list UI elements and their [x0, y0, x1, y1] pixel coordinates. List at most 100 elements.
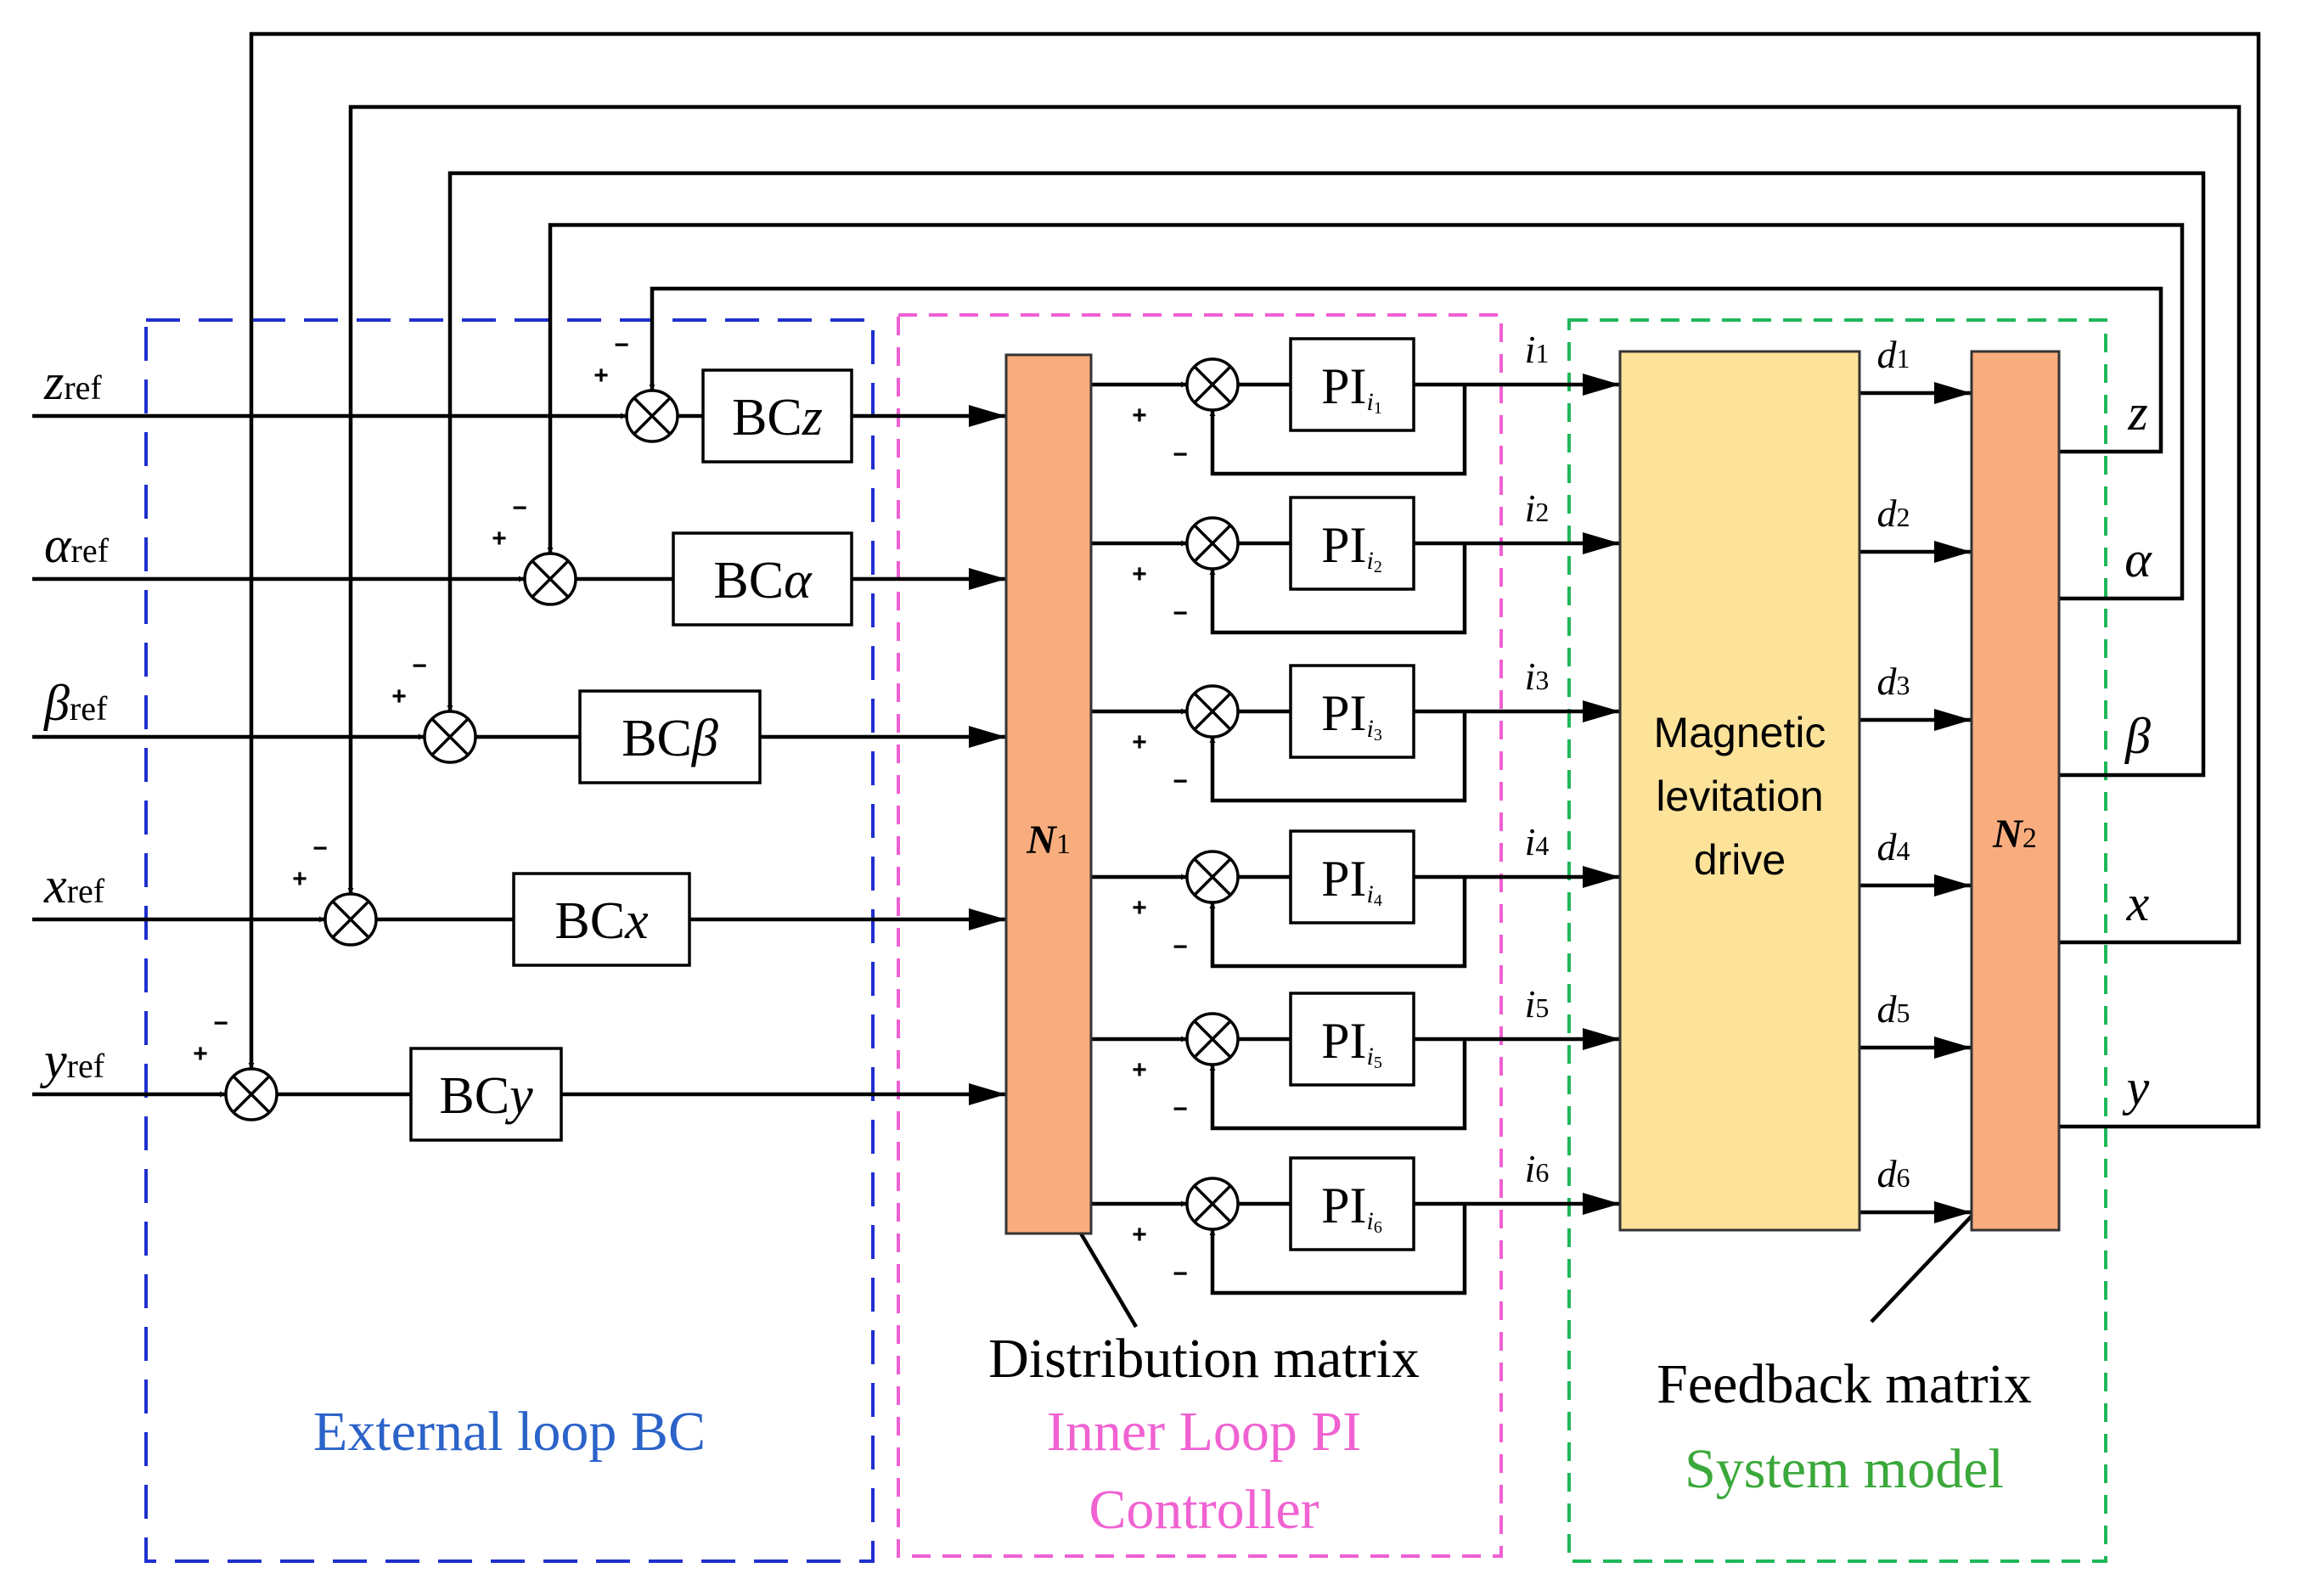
displacement-label-3: d4 — [1877, 825, 1910, 868]
minus-sign: − — [1173, 1095, 1188, 1123]
inner-summing-junction-cross — [1193, 365, 1232, 404]
inner-feedback-wire-3 — [1209, 877, 1467, 969]
current-symbol: i — [1525, 328, 1536, 371]
signal-wires — [32, 31, 2261, 1329]
bc-block-box — [578, 689, 762, 784]
pi-prefix: PI — [1321, 685, 1366, 741]
minus-sign: − — [312, 835, 328, 863]
reference-subscript: ref — [64, 368, 102, 407]
bc-block-box — [512, 872, 691, 967]
plus-sign: + — [193, 1040, 208, 1068]
feedback-wire-z — [649, 286, 2163, 454]
current-subscript: 2 — [1535, 497, 1549, 527]
outer-summing-junction — [224, 1067, 278, 1121]
minus-sign: − — [1173, 767, 1188, 795]
minus-sign: − — [1173, 599, 1188, 627]
pi-block-label: PIi2 — [1321, 517, 1382, 576]
bc-variable: β — [691, 710, 718, 767]
outer-summing-junction-cross — [633, 396, 672, 436]
reference-label-1: αref — [44, 517, 110, 573]
bc-block-3: BCx — [512, 872, 691, 967]
drive-label-line: levitation — [1656, 773, 1823, 820]
outer-summing-junction — [423, 710, 477, 764]
feedback-wire-y — [248, 31, 2261, 1129]
pi-block-5: PIi6 — [1289, 1156, 1415, 1251]
pi-block-box — [1289, 829, 1415, 924]
reference-symbol: z — [43, 354, 64, 410]
displacement-symbol: d — [1877, 1152, 1898, 1195]
inner-summing-junction — [1185, 1012, 1240, 1066]
bc-block-1: BCα — [672, 531, 853, 627]
pi-subscript: i — [1367, 715, 1374, 743]
reference-symbol: y — [39, 1032, 67, 1088]
reference-subscript: ref — [67, 872, 105, 910]
current-symbol: i — [1525, 982, 1536, 1026]
bc-block-box — [701, 368, 853, 464]
bc-block-4: BCy — [409, 1047, 563, 1142]
n1-subscript: 1 — [1056, 829, 1071, 860]
minus-sign: − — [512, 494, 527, 522]
displacement-label-1: d2 — [1877, 492, 1910, 535]
bc-block-box — [672, 531, 853, 627]
reference-subscript: ref — [67, 1047, 105, 1085]
outer-summing-junction-cross — [331, 900, 370, 939]
reference-label-0: zref — [43, 354, 102, 410]
n2-symbol: N — [1992, 812, 2024, 857]
inner-feedback-wire-4 — [1209, 1039, 1467, 1131]
current-subscript: 3 — [1535, 665, 1549, 695]
external-loop-frame — [144, 318, 875, 1563]
pi-prefix: PI — [1321, 358, 1366, 414]
current-subscript: 6 — [1535, 1157, 1549, 1188]
inner-summing-junction-cross — [1193, 857, 1232, 896]
pi-block-3: PIi4 — [1289, 829, 1415, 924]
inner-feedback-wire-2 — [1209, 711, 1467, 803]
feedback-wire-β — [447, 171, 2206, 778]
bc-prefix: BC — [554, 892, 625, 950]
plus-sign: + — [1132, 1221, 1147, 1249]
current-label-4: i5 — [1525, 982, 1550, 1026]
outer-summing-junction-cross — [531, 559, 570, 598]
inner-summing-junction-cross — [1193, 1184, 1232, 1223]
system-model-title: System model — [1685, 1438, 2004, 1500]
pi-block-box — [1289, 496, 1415, 591]
reference-symbol: β — [43, 675, 70, 731]
bc-block-box — [409, 1047, 563, 1142]
plus-sign: + — [292, 865, 307, 893]
plus-sign: + — [594, 362, 609, 390]
displacement-symbol: d — [1877, 825, 1898, 868]
pi-subscript: i — [1367, 388, 1374, 416]
pi-block-label: PIi4 — [1321, 851, 1382, 910]
feedback-wire-x — [347, 104, 2242, 945]
minus-sign: − — [1173, 933, 1188, 961]
displacement-symbol: d — [1877, 987, 1898, 1031]
pi-block-box — [1289, 337, 1415, 432]
n2-label: N2 — [1992, 812, 2037, 857]
pi-block-1: PIi2 — [1289, 496, 1415, 591]
bc-variable: α — [784, 552, 813, 610]
plus-sign: + — [391, 683, 407, 711]
pi-subscript-index: 5 — [1374, 1054, 1382, 1072]
current-symbol: i — [1525, 820, 1536, 863]
reference-symbol: x — [43, 857, 67, 913]
displacement-label-2: d3 — [1877, 660, 1910, 703]
pi-subscript-index: 3 — [1374, 726, 1382, 745]
inner-summing-junction — [1185, 684, 1240, 739]
plus-sign: + — [1132, 894, 1147, 922]
output-label-z: z — [2127, 385, 2147, 441]
pi-prefix: PI — [1321, 1177, 1366, 1234]
plus-sign: + — [1132, 728, 1147, 756]
bc-block-label: BCx — [554, 892, 649, 950]
minus-sign: − — [213, 1009, 228, 1037]
output-label-α: α — [2124, 531, 2152, 587]
inner-feedback-wire-5 — [1209, 1204, 1467, 1295]
pi-subscript: i — [1367, 1207, 1374, 1235]
displacement-subscript: 3 — [1897, 670, 1910, 700]
feedback-matrix-caption: Feedback matrix — [1657, 1353, 2032, 1415]
bc-block-2: BCβ — [578, 689, 762, 784]
current-subscript: 5 — [1535, 992, 1549, 1023]
distribution-matrix-n1 — [1004, 353, 1093, 1235]
current-label-3: i4 — [1525, 820, 1550, 863]
inner-summing-junction — [1185, 850, 1240, 904]
